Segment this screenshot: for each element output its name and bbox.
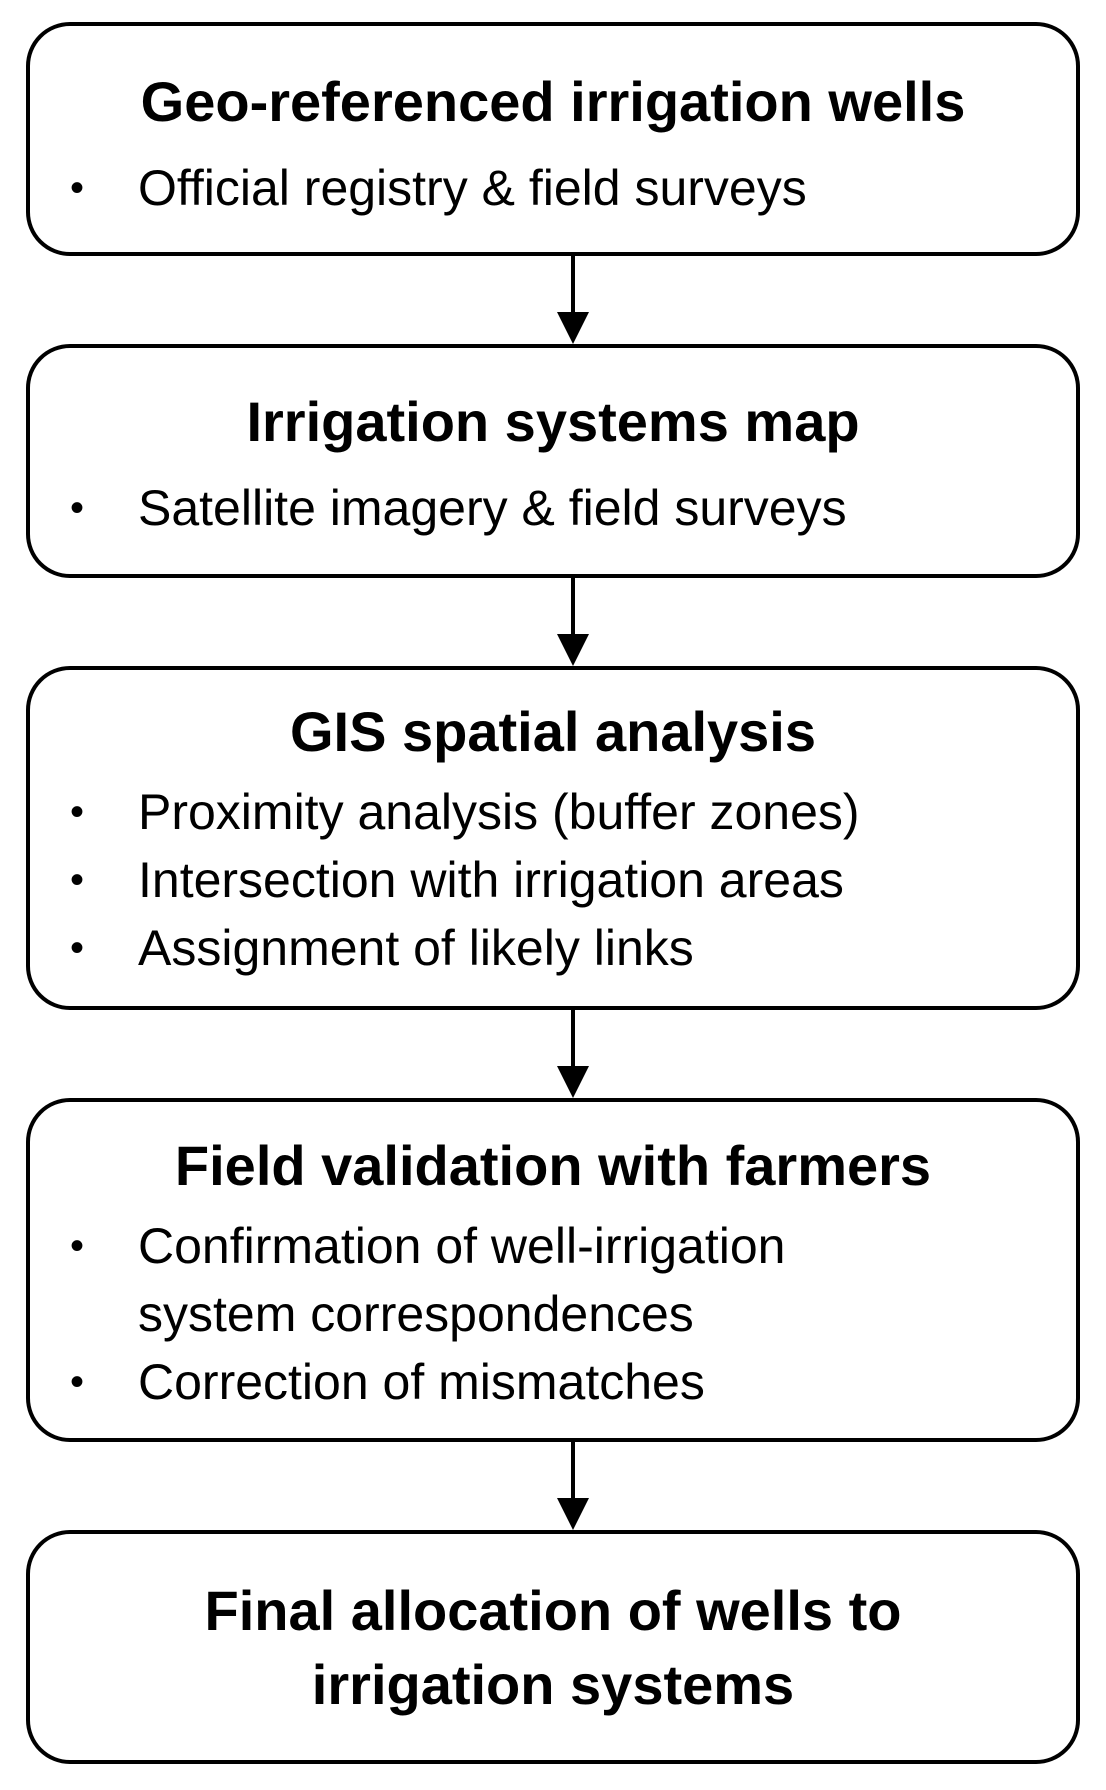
bullet-item: • Intersection with irrigation areas xyxy=(30,846,1076,914)
bullet-item: • Confirmation of well-irrigation xyxy=(30,1212,1076,1280)
step-title: GIS spatial analysis xyxy=(289,700,817,763)
bullet-item-continuation: system correspondences xyxy=(30,1280,1076,1348)
bullet-list: • Proximity analysis (buffer zones) • In… xyxy=(30,778,1076,982)
step-title: Field validation with farmers xyxy=(174,1134,932,1197)
bullet-item: • Assignment of likely links xyxy=(30,914,1076,982)
step-box-field-validation: Field validation with farmers • Confirma… xyxy=(26,1098,1080,1442)
bullet-icon: • xyxy=(70,166,85,210)
bullet-text: Intersection with irrigation areas xyxy=(138,852,844,908)
bullet-icon: • xyxy=(70,486,85,530)
bullet-list: • Confirmation of well-irrigation system… xyxy=(30,1212,1076,1416)
bullet-list: • Official registry & field surveys xyxy=(30,154,1076,222)
arrow-down-icon xyxy=(557,578,589,666)
step-box-geo-referenced-wells: Geo-referenced irrigation wells • Offici… xyxy=(26,22,1080,256)
bullet-item: • Satellite imagery & field surveys xyxy=(30,474,1076,542)
bullet-icon: • xyxy=(70,1224,85,1268)
bullet-icon: • xyxy=(70,790,85,834)
step-title: Geo-referenced irrigation wells xyxy=(140,70,966,133)
step-title-line: Final allocation of wells to xyxy=(204,1579,902,1642)
bullet-text: system correspondences xyxy=(138,1286,694,1342)
arrow-down-icon xyxy=(557,1010,589,1098)
bullet-item: • Correction of mismatches xyxy=(30,1348,1076,1416)
bullet-list: • Satellite imagery & field surveys xyxy=(30,474,1076,542)
bullet-item: • Official registry & field surveys xyxy=(30,154,1076,222)
step-title: Irrigation systems map xyxy=(246,390,860,453)
bullet-icon: • xyxy=(70,926,85,970)
bullet-text: Satellite imagery & field surveys xyxy=(138,480,847,536)
arrow-down-icon xyxy=(557,256,589,344)
arrow-down-icon xyxy=(557,1442,589,1530)
step-box-final-allocation: Final allocation of wells to irrigation … xyxy=(26,1530,1080,1764)
bullet-text: Confirmation of well-irrigation xyxy=(138,1218,786,1274)
step-title: Final allocation of wells to irrigation … xyxy=(30,1574,1076,1722)
bullet-icon: • xyxy=(70,1360,85,1404)
bullet-text: Correction of mismatches xyxy=(138,1354,705,1410)
bullet-item: • Proximity analysis (buffer zones) xyxy=(30,778,1076,846)
bullet-text: Proximity analysis (buffer zones) xyxy=(138,784,860,840)
step-box-irrigation-systems-map: Irrigation systems map • Satellite image… xyxy=(26,344,1080,578)
bullet-icon: • xyxy=(70,858,85,902)
step-title-line: irrigation systems xyxy=(311,1653,795,1716)
bullet-text: Official registry & field surveys xyxy=(138,160,807,216)
bullet-text: Assignment of likely links xyxy=(138,920,694,976)
step-box-gis-spatial-analysis: GIS spatial analysis • Proximity analysi… xyxy=(26,666,1080,1010)
